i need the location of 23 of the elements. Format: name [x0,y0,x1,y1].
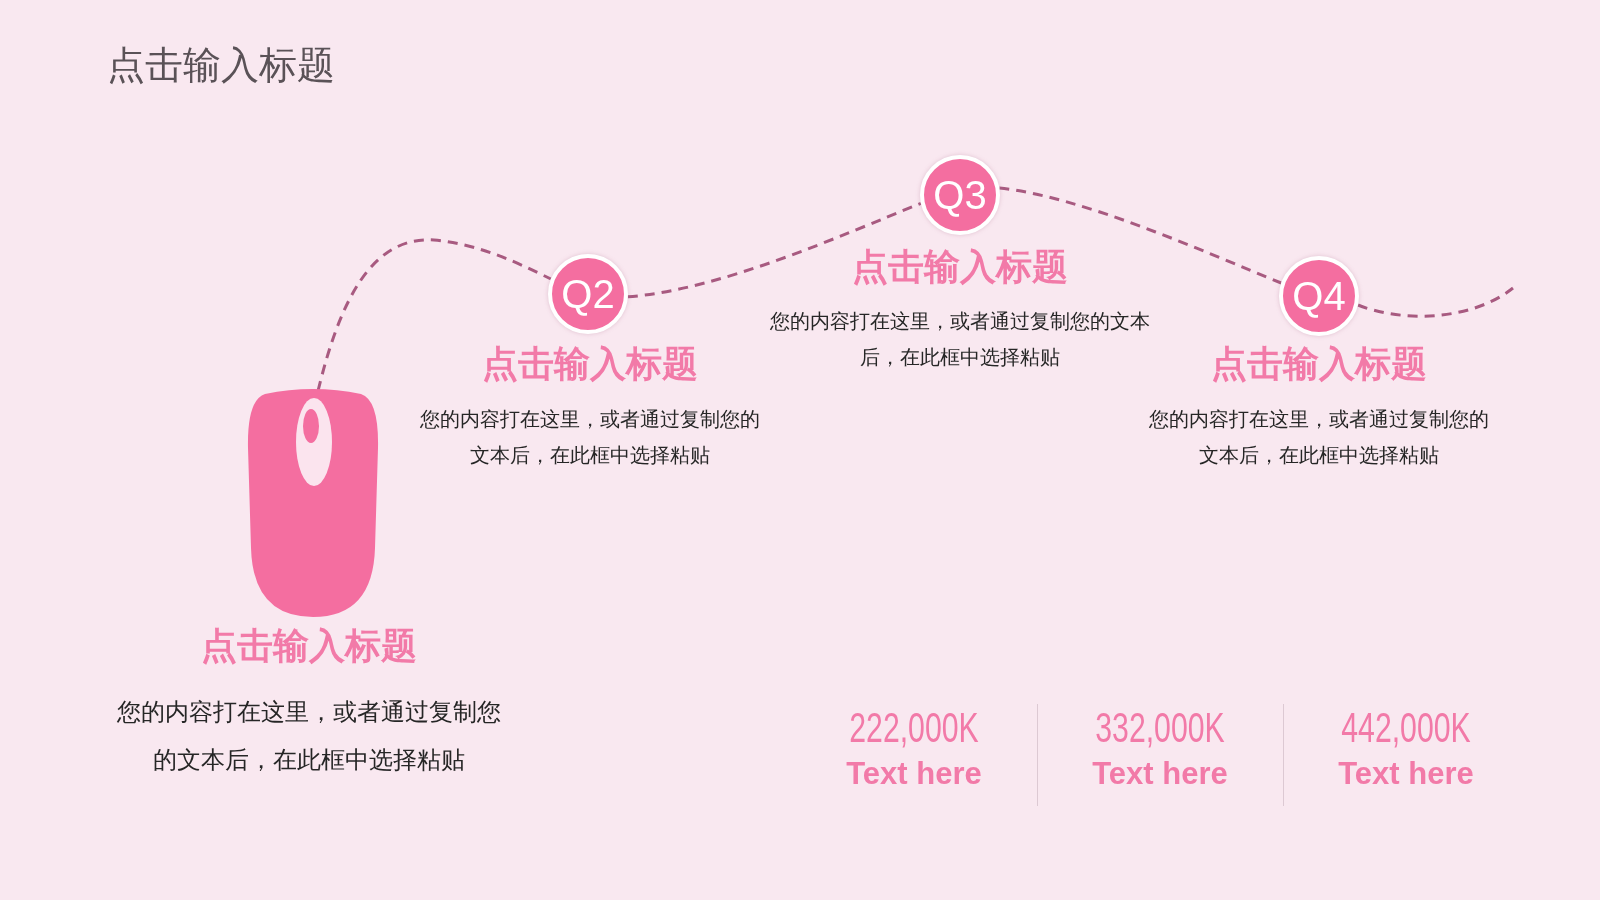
circle-marker: Q3 [920,155,1000,235]
section-heading: 点击输入标题 [1211,342,1427,386]
stat-value: 442,000K [1341,705,1471,751]
stat-caption: Text here [1338,756,1474,792]
circle-marker: Q4 [1279,256,1359,336]
connector-line [627,201,922,299]
circle-marker: Q2 [548,254,628,334]
mouse-icon [245,388,381,617]
stat-caption: Text here [846,756,982,792]
stat-value: 332,000K [1095,705,1225,751]
section-heading: 点击输入标题 [852,245,1068,289]
description-text: 您的内容打在这里，或者通过复制您的文本后，在此框中选择粘贴 [116,697,502,775]
description-text: 您的内容打在这里，或者通过复制您的文本后，在此框中选择粘贴 [769,309,1151,370]
connector-line [316,238,552,392]
slide-title: 点击输入标题 [107,43,335,88]
connector-line [1357,286,1514,318]
description-text: 您的内容打在这里，或者通过复制您的文本后，在此框中选择粘贴 [1148,407,1490,468]
stat-value: 222,000K [849,705,979,751]
section-heading: 点击输入标题 [482,342,698,386]
section-heading: 点击输入标题 [201,624,417,668]
connector-line [999,186,1282,285]
stat-caption: Text here [1092,756,1228,792]
description-text: 您的内容打在这里，或者通过复制您的文本后，在此框中选择粘贴 [419,407,761,468]
